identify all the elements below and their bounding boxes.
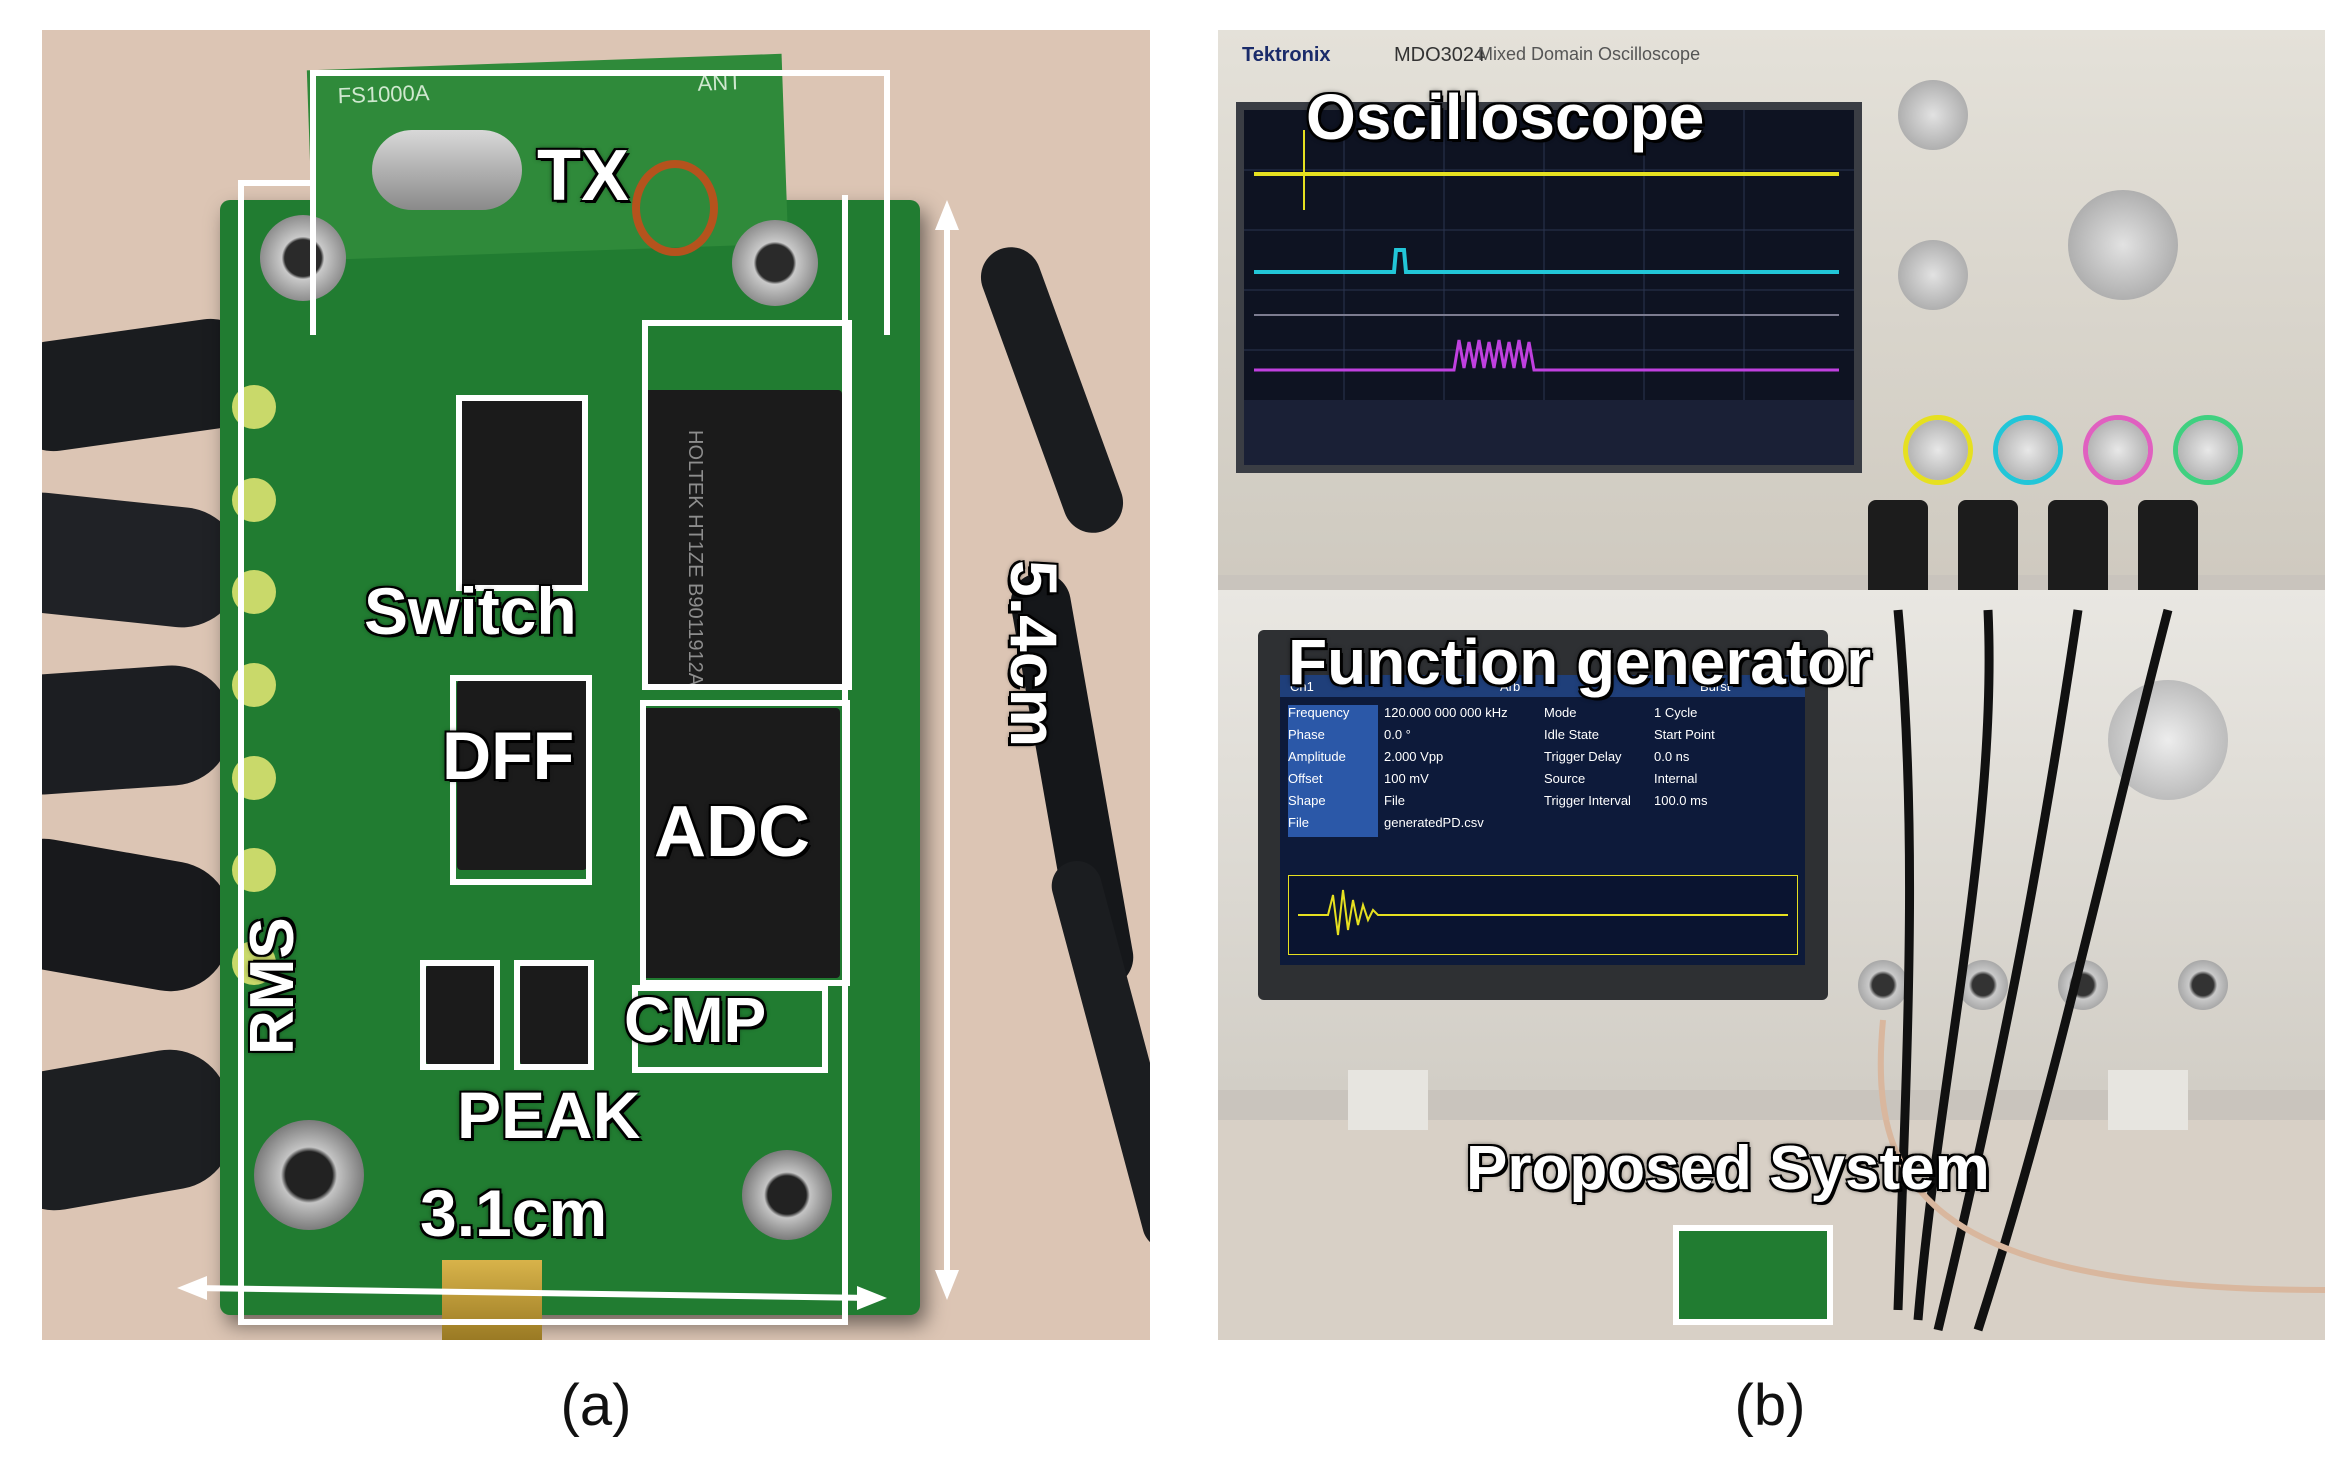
peak-outline-1 bbox=[420, 960, 500, 1070]
fg-channel: Ch1 bbox=[1290, 679, 1314, 694]
switch-label: Switch bbox=[364, 574, 577, 648]
cmp-label: CMP bbox=[624, 984, 767, 1056]
lab-setup-panel: Tektronix MDO3024 Mixed Domain Oscillosc… bbox=[1218, 30, 2325, 1340]
model-desc-marking: Mixed Domain Oscilloscope bbox=[1478, 44, 1701, 64]
width-dimension-label: 3.1cm bbox=[420, 1176, 608, 1250]
tx-outline bbox=[310, 70, 890, 335]
adc-label: ADC bbox=[654, 792, 810, 872]
function-generator-label: Function generator bbox=[1288, 626, 1872, 698]
peak-chip bbox=[426, 965, 496, 1065]
sma-connector bbox=[442, 1260, 542, 1340]
caption-b: (b) bbox=[1734, 1373, 1806, 1438]
probe-cables bbox=[1877, 608, 2325, 1332]
fg-waveform bbox=[1288, 875, 1798, 955]
switch-outline bbox=[456, 395, 588, 591]
dff-label: DFF bbox=[442, 718, 575, 794]
peak-chip bbox=[520, 965, 590, 1065]
oscilloscope-control-panel bbox=[1868, 60, 2308, 480]
peak-label: PEAK bbox=[457, 1078, 641, 1152]
dimension-arrows bbox=[177, 200, 959, 1310]
adc-top-outline bbox=[642, 320, 852, 690]
board-outline-left bbox=[238, 180, 244, 1325]
model-marking: MDO3024 bbox=[1394, 44, 1486, 66]
mounting-hole bbox=[260, 215, 346, 301]
oscilloscope-screen bbox=[1236, 102, 1862, 473]
adc-top-chip: HOLTEK HT1ZE B9011912A bbox=[642, 390, 842, 690]
caption-a: (a) bbox=[560, 1373, 632, 1438]
brand-marking: Tektronix bbox=[1242, 44, 1331, 66]
adc-chip bbox=[640, 708, 840, 978]
fg-wave: Arb bbox=[1500, 679, 1521, 694]
bnc-connector bbox=[1858, 960, 1908, 1010]
mounting-hole bbox=[254, 1120, 364, 1230]
dff-chip bbox=[457, 680, 587, 870]
device-foot bbox=[1348, 1070, 1428, 1130]
proposed-system-label: Proposed System bbox=[1466, 1134, 1990, 1203]
pcb-photo-panel: FS1000A ANT HOLTEK HT1ZE B9011912A bbox=[42, 30, 1150, 1340]
rms-label: RMS bbox=[238, 917, 307, 1055]
oscilloscope-traces bbox=[1244, 110, 1854, 465]
device-foot bbox=[2108, 1070, 2188, 1130]
fg-mode: Burst bbox=[1700, 679, 1731, 694]
switch-chip bbox=[460, 400, 584, 590]
cmp-outline bbox=[632, 985, 828, 1073]
mounting-hole bbox=[742, 1150, 832, 1240]
board-outline-bottom bbox=[238, 1319, 848, 1325]
dff-outline bbox=[450, 675, 592, 885]
height-dimension-label: 5.4cm bbox=[997, 560, 1071, 748]
coil-component bbox=[632, 160, 718, 256]
tx-label: TX bbox=[537, 136, 630, 216]
bnc-connector bbox=[2178, 960, 2228, 1010]
peak-outline-2 bbox=[514, 960, 594, 1070]
board-outline-top-left bbox=[238, 180, 316, 186]
crystal-component bbox=[372, 130, 522, 210]
chip-marking: HOLTEK HT1ZE B9011912A bbox=[684, 430, 706, 687]
adc-outline bbox=[640, 700, 850, 986]
mounting-hole bbox=[732, 220, 818, 306]
oscilloscope-label: Oscilloscope bbox=[1306, 81, 1705, 153]
proposed-system-board bbox=[1673, 1225, 1833, 1325]
